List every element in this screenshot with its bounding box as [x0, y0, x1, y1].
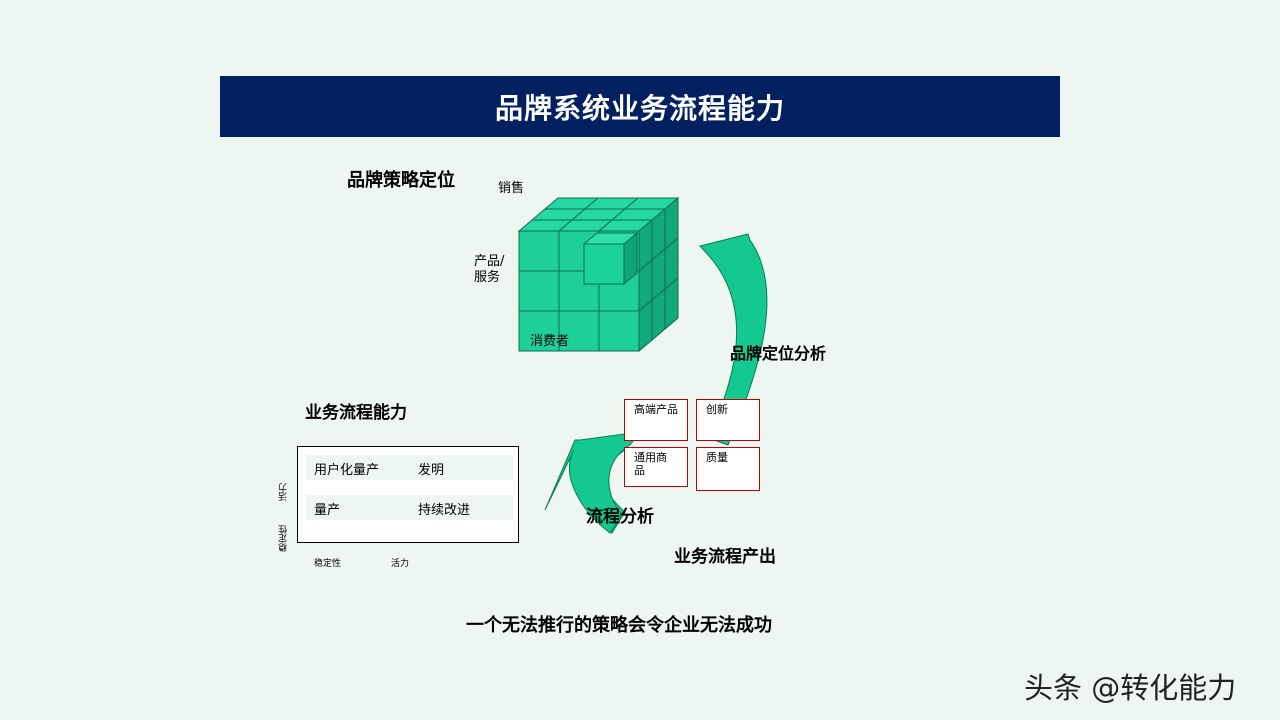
output-box-text: 品	[634, 464, 645, 477]
y-axis-bottom-label: 稳定性	[279, 525, 289, 552]
cube-label-bottom: 消费者	[530, 334, 570, 349]
cube-graphic	[517, 196, 680, 353]
output-box-text: 质量	[706, 451, 728, 464]
cube-front-cell	[598, 310, 640, 352]
matrix-row-top: 用户化量产 发明	[306, 455, 513, 480]
x-axis-right-label: 活力	[391, 559, 410, 569]
cube-protrude-front	[583, 243, 625, 285]
matrix-cell: 量产	[314, 503, 341, 518]
cube-front-cell	[518, 270, 560, 312]
output-box-high-end: 高端产品	[624, 399, 688, 441]
matrix-cell: 持续改进	[418, 503, 471, 518]
upper-arrow-label: 品牌定位分析	[730, 344, 827, 363]
matrix-cell: 用户化量产	[314, 463, 380, 478]
y-axis-top-label: 活力	[279, 483, 289, 501]
cube-label-top: 销售	[498, 181, 525, 196]
x-axis-left-label: 稳定性	[314, 559, 342, 569]
cube-heading: 品牌策略定位	[347, 170, 455, 191]
capability-heading: 业务流程能力	[305, 403, 407, 423]
output-box-text: 创新	[706, 403, 728, 416]
watermark: 头条 @转化能力	[1024, 671, 1237, 705]
output-box-commodity: 通用商 品	[624, 447, 688, 487]
title-bar: 品牌系统业务流程能力	[220, 76, 1060, 137]
output-box-text: 高端产品	[634, 403, 678, 416]
output-label: 业务流程产出	[674, 547, 776, 567]
cube-label-left-2: 服务	[474, 270, 501, 285]
upper-curved-arrow	[699, 233, 768, 446]
cube-front-cell	[518, 230, 560, 272]
lower-curved-arrow	[544, 431, 642, 534]
matrix-row-bottom: 量产 持续改进	[306, 495, 513, 520]
output-box-innovation: 创新	[696, 399, 760, 441]
matrix-cell: 发明	[418, 463, 445, 478]
output-box-quality: 质量	[696, 447, 760, 491]
cube-side-cell	[664, 276, 679, 331]
lower-arrow-label: 流程分析	[586, 507, 654, 527]
output-box-text: 通用商	[634, 451, 667, 464]
page-title: 品牌系统业务流程能力	[494, 91, 785, 125]
conclusion-text: 一个无法推行的策略会令企业无法成功	[466, 615, 772, 636]
cube-label-left-1: 产品/	[474, 254, 505, 269]
capability-matrix: 用户化量产 发明 量产 持续改进	[297, 446, 519, 543]
